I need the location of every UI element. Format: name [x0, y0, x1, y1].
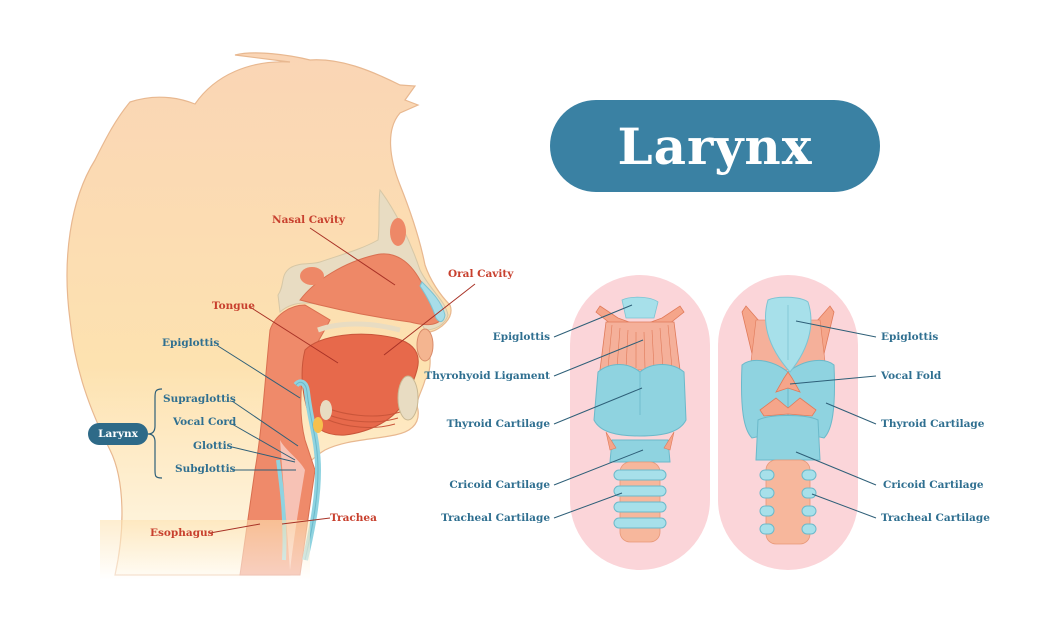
label-front-thyrohyoid-ligament: Thyrohyoid Ligament	[424, 370, 550, 382]
label-esophagus: Esophagus	[150, 527, 214, 539]
page-title: Larynx	[617, 116, 813, 176]
label-front-thyroid-cartilage: Thyroid Cartilage	[446, 418, 550, 430]
label-oral-cavity: Oral Cavity	[448, 268, 514, 280]
title-banner: Larynx	[550, 100, 880, 192]
label-nasal-cavity: Nasal Cavity	[272, 214, 345, 226]
back-view-larynx	[718, 275, 858, 570]
label-supraglottis: Supraglottis	[163, 393, 236, 405]
label-back-epiglottis: Epiglottis	[881, 331, 939, 343]
label-back-tracheal-cartilage: Tracheal Cartilage	[881, 512, 990, 524]
front-view-larynx	[570, 275, 710, 570]
label-trachea: Trachea	[330, 512, 377, 524]
label-vocal-cord: Vocal Cord	[173, 416, 237, 428]
label-epiglottis-side: Epiglottis	[162, 337, 220, 349]
cross-section-leaders	[553, 304, 877, 519]
label-tongue: Tongue	[212, 300, 255, 312]
label-glottis: Glottis	[193, 440, 233, 452]
label-back-cricoid-cartilage: Cricoid Cartilage	[883, 479, 984, 491]
label-front-epiglottis: Epiglottis	[492, 331, 550, 343]
larynx-group-badge: Larynx	[88, 423, 148, 445]
label-subglottis: Subglottis	[175, 463, 236, 475]
side-red-leaders	[209, 227, 476, 534]
label-back-thyroid-cartilage: Thyroid Cartilage	[881, 418, 985, 430]
label-front-cricoid-cartilage: Cricoid Cartilage	[449, 479, 550, 491]
head-profile	[66, 52, 452, 580]
side-blue-leaders	[147, 345, 301, 479]
label-back-vocal-fold: Vocal Fold	[881, 370, 942, 382]
label-front-tracheal-cartilage: Tracheal Cartilage	[441, 512, 550, 524]
